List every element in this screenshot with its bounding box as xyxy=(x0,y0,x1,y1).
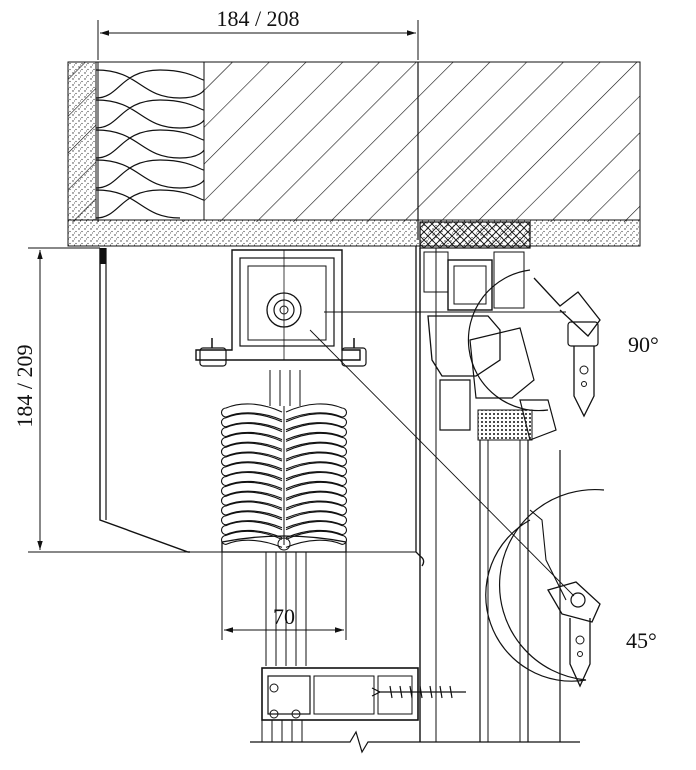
side-dimension-label: 184 / 209 xyxy=(12,344,37,427)
slat-l-5 xyxy=(220,452,283,470)
window-frame xyxy=(419,221,561,742)
side-dimension: 184 / 209 xyxy=(12,247,190,553)
top-dimension-label: 184 / 208 xyxy=(216,6,299,31)
insulation-waves xyxy=(95,69,205,219)
head-rail xyxy=(195,249,367,367)
slat-r-5 xyxy=(285,452,348,470)
slat-package xyxy=(220,370,348,553)
slat-r-2 xyxy=(285,423,348,441)
drive-shaft xyxy=(266,292,302,328)
top-dimension: 184 / 208 xyxy=(97,6,419,60)
guide-rails xyxy=(221,552,347,666)
slat-l-13 xyxy=(220,530,283,548)
slat-l-1 xyxy=(220,413,283,431)
slat-r-0 xyxy=(285,403,348,421)
slat-l-11 xyxy=(220,511,283,529)
slat-l-6 xyxy=(220,462,283,480)
slat-r-9 xyxy=(285,491,348,509)
slat-l-0 xyxy=(220,403,283,421)
slat-r-1 xyxy=(285,413,348,431)
slat-l-10 xyxy=(220,501,283,519)
slat-l-2 xyxy=(220,423,283,441)
slat-r-12 xyxy=(285,521,348,539)
ceiling-wall xyxy=(67,61,641,247)
slat-r-13 xyxy=(285,530,348,548)
slat-l-12 xyxy=(220,521,283,539)
slat-r-10 xyxy=(285,501,348,519)
slat-r-8 xyxy=(285,481,348,499)
lamella-dimension-label: 70 xyxy=(273,604,295,629)
break-line xyxy=(250,730,580,754)
slat-r-11 xyxy=(285,511,348,529)
screw xyxy=(371,685,466,699)
tilt-detail-90 xyxy=(324,269,601,418)
slat-l-8 xyxy=(220,481,283,499)
slat-l-3 xyxy=(220,432,283,450)
tilt-detail-45 xyxy=(309,329,605,688)
angle-label-45: 45° xyxy=(626,628,657,653)
slat-l-4 xyxy=(220,442,283,460)
box-housing xyxy=(99,246,425,567)
slat-r-4 xyxy=(285,442,348,460)
slat-r-6 xyxy=(285,462,348,480)
lamella-dimension: 70 xyxy=(224,604,344,633)
angle-label-90: 90° xyxy=(628,332,659,357)
slat-l-7 xyxy=(220,472,283,490)
slat-r-3 xyxy=(285,432,348,450)
slat-r-7 xyxy=(285,472,348,490)
slat-l-9 xyxy=(220,491,283,509)
bottom-frame xyxy=(250,667,580,754)
